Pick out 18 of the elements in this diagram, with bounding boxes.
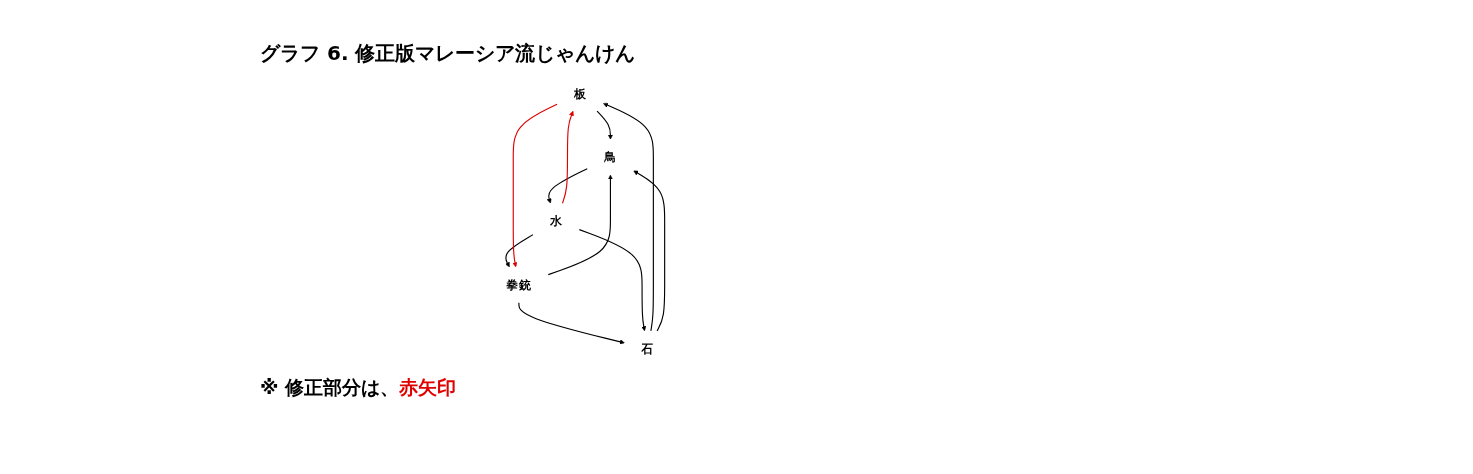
note-text: 赤矢印 bbox=[399, 376, 457, 398]
arrow bbox=[546, 168, 588, 204]
arrow bbox=[518, 302, 625, 345]
diagram-title: グラフ 6. 修正版マレーシア流じゃんけん bbox=[260, 40, 637, 67]
arrow bbox=[602, 102, 654, 332]
note-text: ※ 修正部分は、 bbox=[260, 376, 400, 398]
node-text: 板 bbox=[573, 86, 587, 101]
arrow bbox=[578, 229, 646, 332]
arrow bbox=[547, 174, 613, 276]
arrow bbox=[512, 103, 558, 268]
node-text: 拳銃 bbox=[506, 277, 532, 292]
node-text: 鳥 bbox=[604, 150, 617, 165]
arrow bbox=[596, 110, 613, 140]
node-text: 水 bbox=[549, 213, 563, 229]
arrow bbox=[504, 234, 534, 268]
arrow bbox=[561, 110, 574, 204]
node-text: 石 bbox=[641, 341, 654, 356]
arrow bbox=[633, 170, 665, 332]
